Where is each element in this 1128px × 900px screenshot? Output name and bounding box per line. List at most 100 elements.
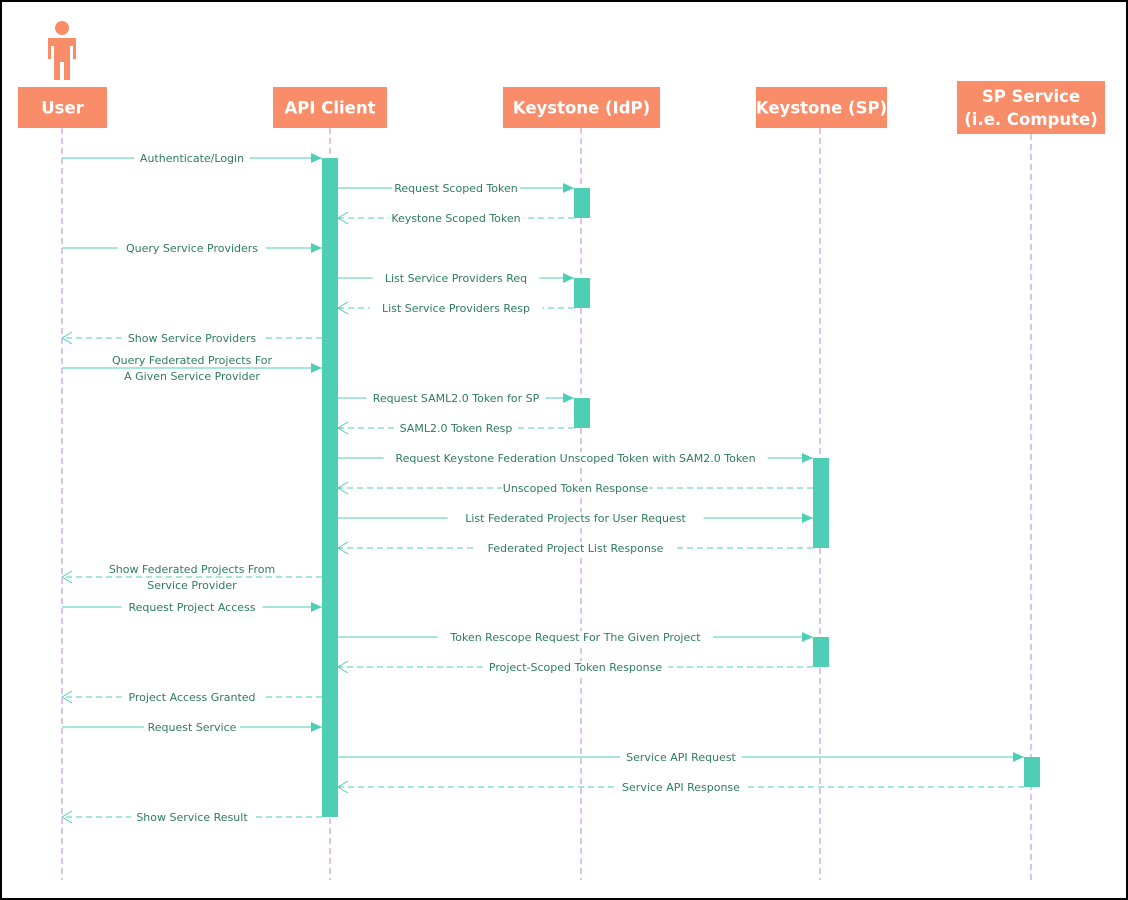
filled-arrowhead (802, 632, 813, 642)
open-arrowhead (61, 810, 73, 824)
message-label-bg (366, 392, 546, 405)
message-4: List Service Providers Req (338, 272, 574, 285)
message-label: Request Service (148, 721, 237, 734)
message-label: Query Federated Projects For (112, 354, 273, 367)
open-arrowhead (61, 331, 73, 345)
message-label-bg (398, 422, 514, 435)
message-label: Request Scoped Token (394, 182, 517, 195)
open-arrowhead (61, 570, 73, 584)
message-label-bg (447, 512, 704, 525)
message-label-bg (118, 242, 266, 255)
message-label: Service Provider (147, 579, 237, 592)
participant-svc: SP Service(i.e. Compute) (957, 81, 1105, 134)
person-icon-head (55, 21, 69, 35)
message-12: List Federated Projects for User Request (338, 512, 813, 525)
participant-label: User (41, 99, 84, 118)
participant-idp: Keystone (IdP) (503, 87, 660, 128)
open-arrowhead (337, 780, 349, 794)
message-13: Federated Project List Response (337, 541, 813, 555)
message-label: Request Keystone Federation Unscoped Tok… (395, 452, 755, 465)
participant-label: API Client (285, 99, 376, 118)
message-label-bg (102, 563, 282, 576)
message-label-bg (383, 452, 768, 465)
open-arrowhead (61, 690, 73, 704)
message-label-bg (121, 601, 263, 614)
message-label: Query Service Providers (126, 242, 258, 255)
message-label-bg (482, 661, 669, 674)
participant-label: Keystone (SP) (756, 99, 887, 118)
activation-bar-sp (813, 637, 829, 667)
message-label-bg (121, 691, 263, 704)
message-label: Project-Scoped Token Response (489, 661, 662, 674)
message-label: List Federated Projects for User Request (465, 512, 686, 525)
participant-label: (i.e. Compute) (964, 110, 1097, 129)
message-label: A Given Service Provider (124, 370, 260, 383)
message-label-bg (131, 811, 253, 824)
filled-arrowhead (311, 153, 322, 163)
open-arrowhead (337, 421, 349, 435)
message-18: Project Access Granted (61, 690, 322, 704)
message-label-bg (437, 631, 714, 644)
message-label: Service API Request (626, 751, 736, 764)
message-21: Service API Response (337, 780, 1024, 794)
message-label-bg (140, 579, 244, 592)
message-label-bg (617, 781, 745, 794)
message-label: Unscoped Token Response (503, 482, 649, 495)
participant-box (957, 81, 1105, 134)
message-label-bg (121, 332, 263, 345)
message-22: Show Service Result (61, 810, 322, 824)
message-label: Request SAML2.0 Token for SP (373, 392, 540, 405)
message-label-bg (620, 751, 742, 764)
message-label-bg (392, 182, 520, 195)
participant-box (756, 87, 887, 128)
message-label: Show Service Result (136, 811, 248, 824)
activation-bar-idp (574, 188, 590, 218)
message-label-bg (134, 152, 250, 165)
message-label-bg (372, 272, 540, 285)
activation-bar-api (322, 158, 338, 817)
person-icon-body (48, 38, 76, 80)
participant-box (503, 87, 660, 128)
message-label: Token Rescope Request For The Given Proj… (449, 631, 701, 644)
message-label-bg (388, 212, 524, 225)
message-label: Show Federated Projects From (109, 563, 275, 576)
participant-sp: Keystone (SP) (756, 87, 887, 128)
message-label-bg (476, 542, 675, 555)
open-arrowhead (337, 211, 349, 225)
message-7: Query Federated Projects For A Given Serv… (62, 354, 322, 383)
message-3: Query Service Providers (62, 242, 322, 255)
message-label: SAML2.0 Token Resp (400, 422, 513, 435)
message-label: Service API Response (622, 781, 740, 794)
open-arrowhead (337, 541, 349, 555)
activation-bar-svc (1024, 757, 1040, 787)
message-label-bg (115, 370, 269, 383)
filled-arrowhead (802, 453, 813, 463)
message-19: Request Service (62, 721, 322, 734)
message-label: Authenticate/Login (140, 152, 244, 165)
participant-box (18, 87, 107, 128)
message-label-bg (102, 354, 282, 367)
message-label: List Service Providers Req (385, 272, 527, 285)
message-1: Request Scoped Token (338, 182, 574, 195)
open-arrowhead (337, 301, 349, 315)
open-arrowhead (337, 660, 349, 674)
filled-arrowhead (563, 273, 574, 283)
activation-bars (322, 158, 1040, 817)
message-label-bg (501, 482, 650, 495)
open-arrowhead (337, 481, 349, 495)
filled-arrowhead (802, 513, 813, 523)
message-label: Request Project Access (129, 601, 256, 614)
activation-bar-sp (813, 458, 829, 548)
participant-headers: User API Client Keystone (IdP) Keystone (SP… (18, 21, 1105, 134)
message-9: SAML2.0 Token Resp (337, 421, 574, 435)
message-11: Unscoped Token Response (337, 481, 813, 495)
message-16: Token Rescope Request For The Given Proj… (338, 631, 813, 644)
filled-arrowhead (311, 363, 322, 373)
message-0: Authenticate/Login (62, 152, 322, 165)
activation-bar-idp (574, 278, 590, 308)
filled-arrowhead (311, 722, 322, 732)
message-8: Request SAML2.0 Token for SP (338, 392, 574, 405)
message-6: Show Service Providers (61, 331, 322, 345)
